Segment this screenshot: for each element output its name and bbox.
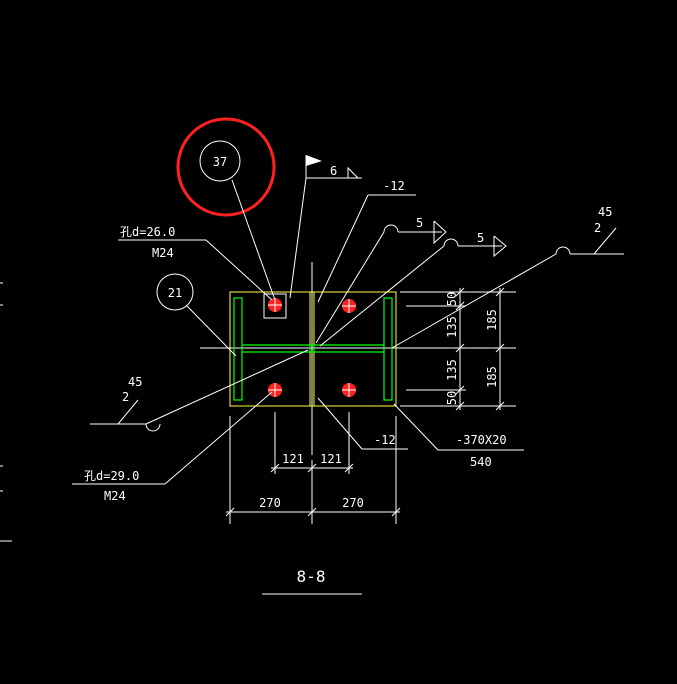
vertical-dimensions: 50 135 135 50 185 185 [400, 287, 516, 411]
callout-21-label: 21 [168, 286, 182, 300]
gauge-left: 121 [282, 452, 304, 466]
end-plate-text: -370X20 [456, 433, 507, 447]
callout-21[interactable]: 21 [156, 273, 237, 357]
end-plate-len-text: 540 [470, 455, 492, 469]
v-pitch-top: 135 [445, 316, 459, 338]
stiffener-plates [233, 297, 393, 401]
bottom-plate-label: -12 [317, 397, 408, 450]
highlight-ring [176, 117, 276, 217]
bolt-gauge-dimension: 121 121 [270, 412, 354, 474]
right-bevel-gap: 2 [594, 221, 601, 235]
weld-a-size: 5 [416, 216, 423, 230]
callout-37-label: 37 [213, 155, 227, 169]
left-edge-marks [0, 282, 12, 542]
top-bolt-text: M24 [152, 246, 174, 260]
flag-weld-size: 6 [330, 164, 337, 178]
v-edge-bottom: 50 [445, 391, 459, 405]
section-title: 8-8 [262, 567, 362, 595]
left-bevel-angle: 45 [128, 375, 142, 389]
top-plate-label: -12 [317, 179, 416, 303]
v-pitch-bottom: 135 [445, 359, 459, 381]
v-half-bottom: 185 [485, 366, 499, 388]
half-width-left: 270 [259, 496, 281, 510]
weld-symbol-b: 5 [319, 231, 507, 347]
left-bevel-weld: 45 2 [90, 349, 309, 432]
callout-37[interactable]: 37 [176, 117, 276, 301]
bottom-bolt-text: M24 [104, 489, 126, 503]
top-plate-text: -12 [383, 179, 405, 193]
half-width-dimension: 270 270 [225, 416, 401, 524]
right-bevel-angle: 45 [598, 205, 612, 219]
bottom-plate-text: -12 [374, 433, 396, 447]
end-plate-label: -370X20 540 [393, 403, 524, 469]
bottom-bolt-note: 孔d=29.0 M24 [72, 391, 273, 503]
half-width-right: 270 [342, 496, 364, 510]
left-bevel-gap: 2 [122, 390, 129, 404]
top-bolt-note: 孔d=26.0 M24 [118, 225, 273, 301]
bottom-hole-text: 孔d=29.0 [84, 469, 139, 483]
v-half-top: 185 [485, 309, 499, 331]
top-hole-text: 孔d=26.0 [120, 225, 175, 239]
weld-symbol-a: 5 [315, 216, 447, 344]
v-edge-top: 50 [445, 292, 459, 306]
flag-weld-symbol: 6 [289, 155, 362, 299]
section-title-text: 8-8 [297, 567, 326, 586]
bolt-group [263, 293, 356, 397]
right-bevel-weld: 45 2 [391, 205, 624, 349]
bolt-detail-box [263, 293, 287, 319]
weld-b-size: 5 [477, 231, 484, 245]
end-plate [229, 291, 397, 407]
gauge-right: 121 [320, 452, 342, 466]
